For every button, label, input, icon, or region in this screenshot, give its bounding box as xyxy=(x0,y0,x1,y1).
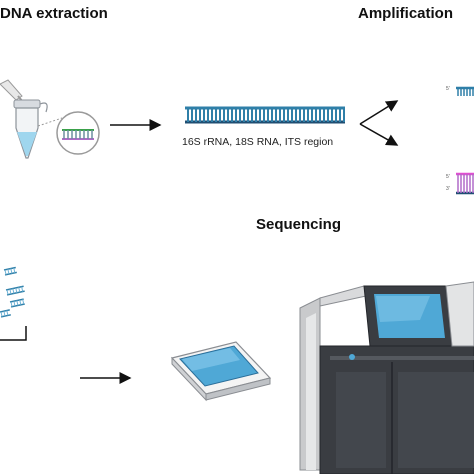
dna-fragment xyxy=(0,309,11,318)
dna-fragment xyxy=(9,298,25,308)
primer-strand-icon: 5' 5' 3' xyxy=(446,86,474,195)
svg-text:5': 5' xyxy=(446,86,450,92)
svg-text:5': 5' xyxy=(446,174,450,180)
dna-fragments-icon xyxy=(0,266,27,341)
zoom-connector xyxy=(37,117,63,127)
step-title-amplification: Amplification xyxy=(358,5,454,22)
tablet-device-icon xyxy=(170,341,272,402)
sequencer-machine-icon xyxy=(299,281,474,474)
dna-fragment xyxy=(5,285,25,296)
dna-strand-icon xyxy=(185,106,345,124)
step-title-dna-extraction: DNA extraction xyxy=(0,5,108,22)
target-regions-label: 16S rRNA, 18S RNA, ITS region xyxy=(182,136,334,148)
microtube-icon xyxy=(13,99,48,159)
branch-arrow-icon xyxy=(359,100,399,146)
magnifier-dna-icon xyxy=(56,111,100,155)
dna-fragment xyxy=(3,266,17,276)
step-title-sequencing: Sequencing xyxy=(256,216,342,233)
svg-text:3': 3' xyxy=(446,186,450,192)
